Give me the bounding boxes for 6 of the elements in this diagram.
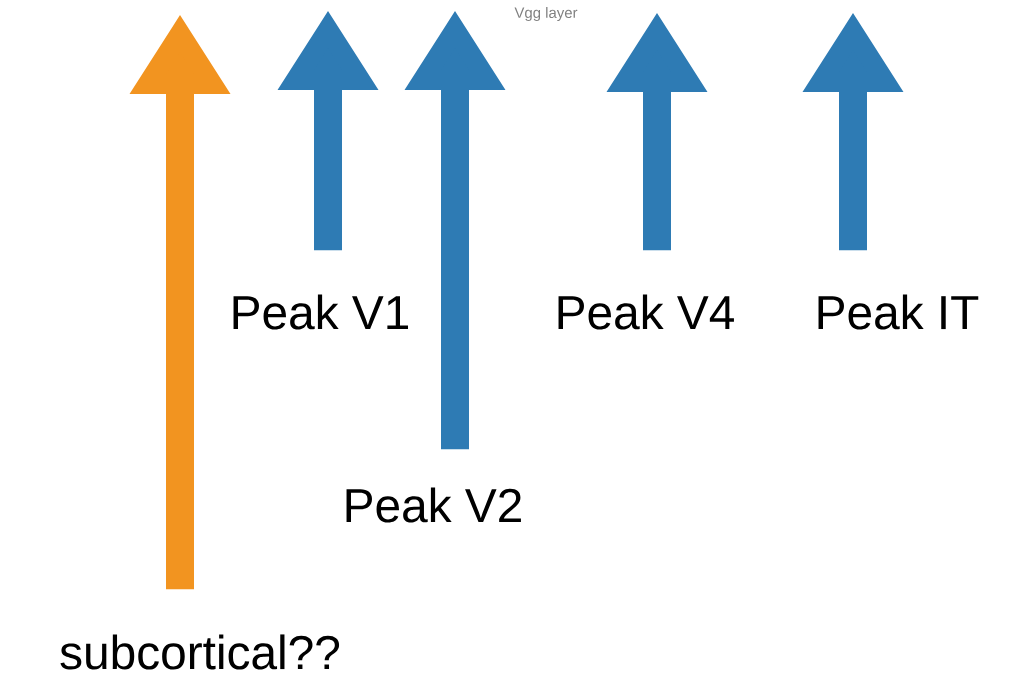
axis-label: Vgg layer [514, 7, 578, 21]
peak-label: Peak V4 [558, 294, 734, 330]
peak-label: subcortical?? [60, 634, 340, 670]
peak-label: Peak IT [818, 294, 979, 330]
peak-label: Peak V1 [233, 294, 408, 330]
peak-label: Peak V2 [346, 487, 521, 523]
